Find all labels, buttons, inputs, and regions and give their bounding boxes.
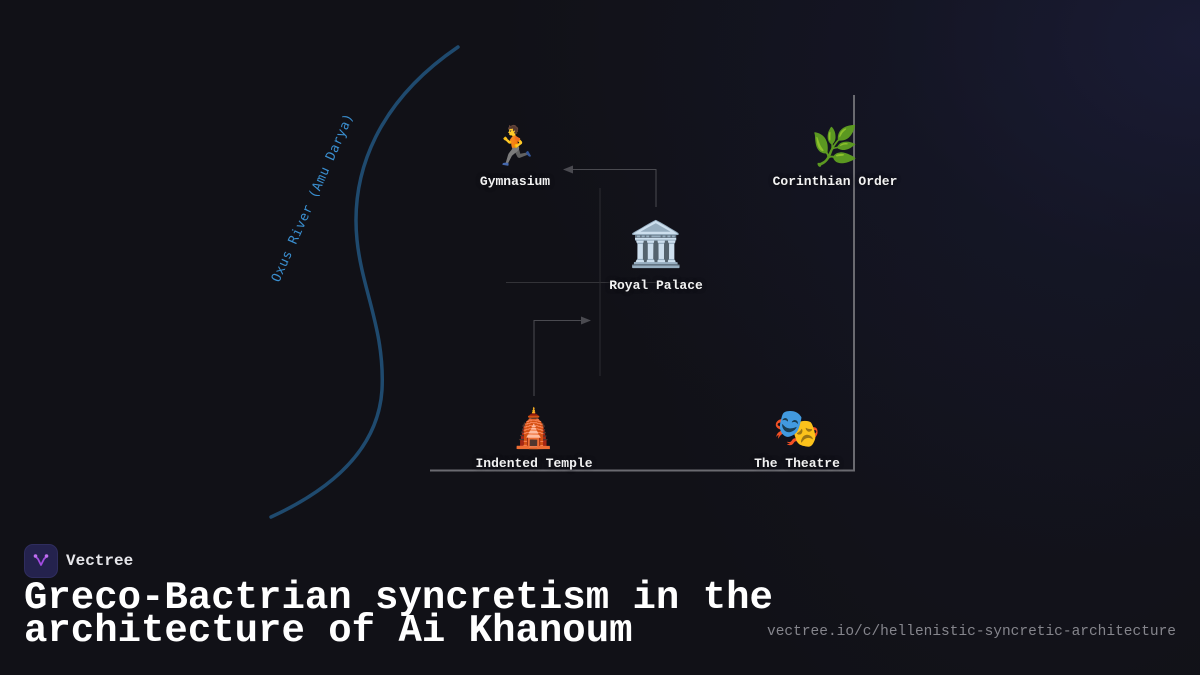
node-label: Indented Temple — [475, 456, 593, 471]
edge-palace-gymnasium — [563, 165, 657, 207]
node-label: Corinthian Order — [772, 174, 898, 189]
edge-temple-palace — [533, 316, 591, 396]
node-label: Royal Palace — [609, 278, 703, 293]
node-the-theatre[interactable]: 🎭 The Theatre — [754, 406, 840, 471]
node-indented-temple[interactable]: 🛕 Indented Temple — [475, 406, 592, 471]
node-corinthian-order[interactable]: 🌿 Corinthian Order — [773, 124, 898, 189]
source-url[interactable]: vectree.io/c/hellenistic-syncretic-archi… — [767, 624, 1176, 640]
classical-building-icon: 🏛️ — [628, 219, 684, 270]
oxus-river-path — [269, 45, 460, 519]
brand-name: Vectree — [66, 552, 134, 570]
node-gymnasium[interactable]: 🏃 Gymnasium — [480, 124, 550, 189]
brand[interactable]: Vectree — [24, 544, 133, 578]
theatre-masks-icon: 🎭 — [773, 406, 821, 450]
hindu-temple-icon: 🛕 — [510, 406, 558, 450]
running-person-icon: 🏃 — [491, 124, 539, 168]
edge-theatre-corinthian — [430, 95, 855, 472]
vectree-fork-icon — [24, 544, 58, 578]
page-title: Greco-Bactrian syncretism in the archite… — [24, 576, 773, 653]
node-royal-palace[interactable]: 🏛️ Royal Palace — [609, 218, 703, 293]
node-label: Gymnasium — [479, 174, 551, 189]
node-label: The Theatre — [754, 456, 840, 471]
river-label: Oxus River (Amu Darya) — [269, 111, 357, 284]
herb-leaf-icon: 🌿 — [811, 124, 859, 168]
